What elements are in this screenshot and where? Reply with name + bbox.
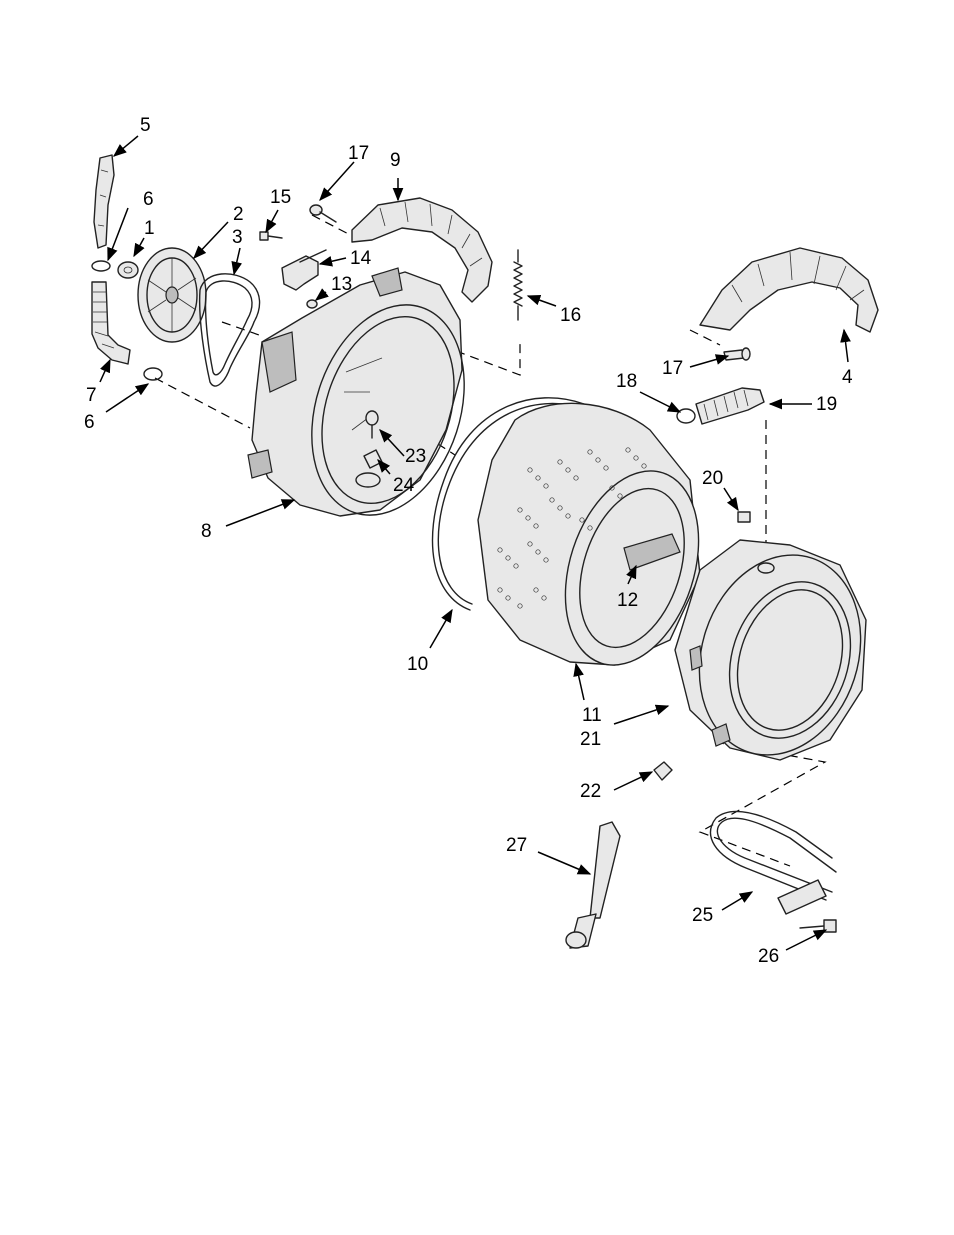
callout-7: 7 bbox=[86, 385, 97, 406]
callout-21: 21 bbox=[580, 729, 601, 750]
part-2-pulley bbox=[137, 247, 207, 343]
callout-8: 8 bbox=[201, 521, 212, 542]
callout-10: 10 bbox=[407, 654, 428, 675]
callout-25: 25 bbox=[692, 905, 713, 926]
callout-13: 13 bbox=[331, 274, 352, 295]
part-7-drain-hose bbox=[91, 281, 131, 365]
callout-15: 15 bbox=[270, 187, 291, 208]
part-9-counterweight bbox=[351, 197, 493, 303]
leader-lines bbox=[99, 135, 851, 951]
callout-23: 23 bbox=[405, 446, 426, 467]
part-17-bolt-right bbox=[723, 347, 751, 361]
callout-1: 1 bbox=[144, 218, 155, 239]
callout-11: 11 bbox=[582, 705, 602, 726]
callout-14: 14 bbox=[350, 248, 372, 269]
callout-6-top: 6 bbox=[143, 189, 154, 210]
callout-numbers: 5 6 1 2 3 7 6 8 17 9 15 14 13 16 23 24 1… bbox=[84, 115, 853, 967]
part-20-clip bbox=[737, 511, 751, 523]
part-22-clip bbox=[653, 761, 673, 781]
part-21-front-tub bbox=[674, 539, 867, 761]
part-3-drive-belt bbox=[198, 273, 261, 387]
part-17-bolt-top bbox=[309, 204, 337, 223]
part-16-spring bbox=[513, 249, 523, 321]
part-13-screw bbox=[306, 299, 318, 309]
callout-26: 26 bbox=[758, 946, 779, 967]
callout-2: 2 bbox=[233, 204, 244, 225]
callout-16: 16 bbox=[560, 305, 581, 326]
callout-24: 24 bbox=[393, 475, 415, 496]
callout-5: 5 bbox=[140, 115, 151, 136]
part-1-nut bbox=[117, 261, 139, 279]
part-5-hose-bracket bbox=[93, 154, 115, 249]
callout-22: 22 bbox=[580, 781, 601, 802]
part-27-shock-absorber bbox=[565, 821, 621, 949]
callout-9: 9 bbox=[390, 150, 401, 171]
part-8-rear-tub bbox=[247, 267, 465, 517]
part-14-bracket bbox=[281, 249, 327, 291]
callout-27: 27 bbox=[506, 835, 527, 856]
part-6-clamp-bottom bbox=[143, 367, 163, 381]
callout-12: 12 bbox=[617, 590, 638, 611]
part-19-vent-hose bbox=[695, 387, 765, 425]
callout-17-right: 17 bbox=[662, 358, 683, 379]
callout-3: 3 bbox=[232, 227, 243, 248]
part-6-clamp-top bbox=[91, 260, 111, 272]
part-10-tub-seal bbox=[431, 397, 589, 611]
callout-6-bottom: 6 bbox=[84, 412, 95, 433]
part-11-basket bbox=[477, 402, 701, 666]
part-4-counterweight bbox=[699, 247, 879, 333]
part-23-bolt bbox=[365, 410, 379, 439]
callout-17-top: 17 bbox=[348, 143, 369, 164]
callout-18: 18 bbox=[616, 371, 637, 392]
callout-19: 19 bbox=[816, 394, 837, 415]
callout-20: 20 bbox=[702, 468, 723, 489]
part-25-heater bbox=[709, 810, 837, 915]
part-18-clamp bbox=[676, 408, 696, 424]
part-15-screw bbox=[259, 231, 283, 241]
part-26-sensor bbox=[799, 919, 837, 933]
callout-4: 4 bbox=[842, 367, 853, 388]
